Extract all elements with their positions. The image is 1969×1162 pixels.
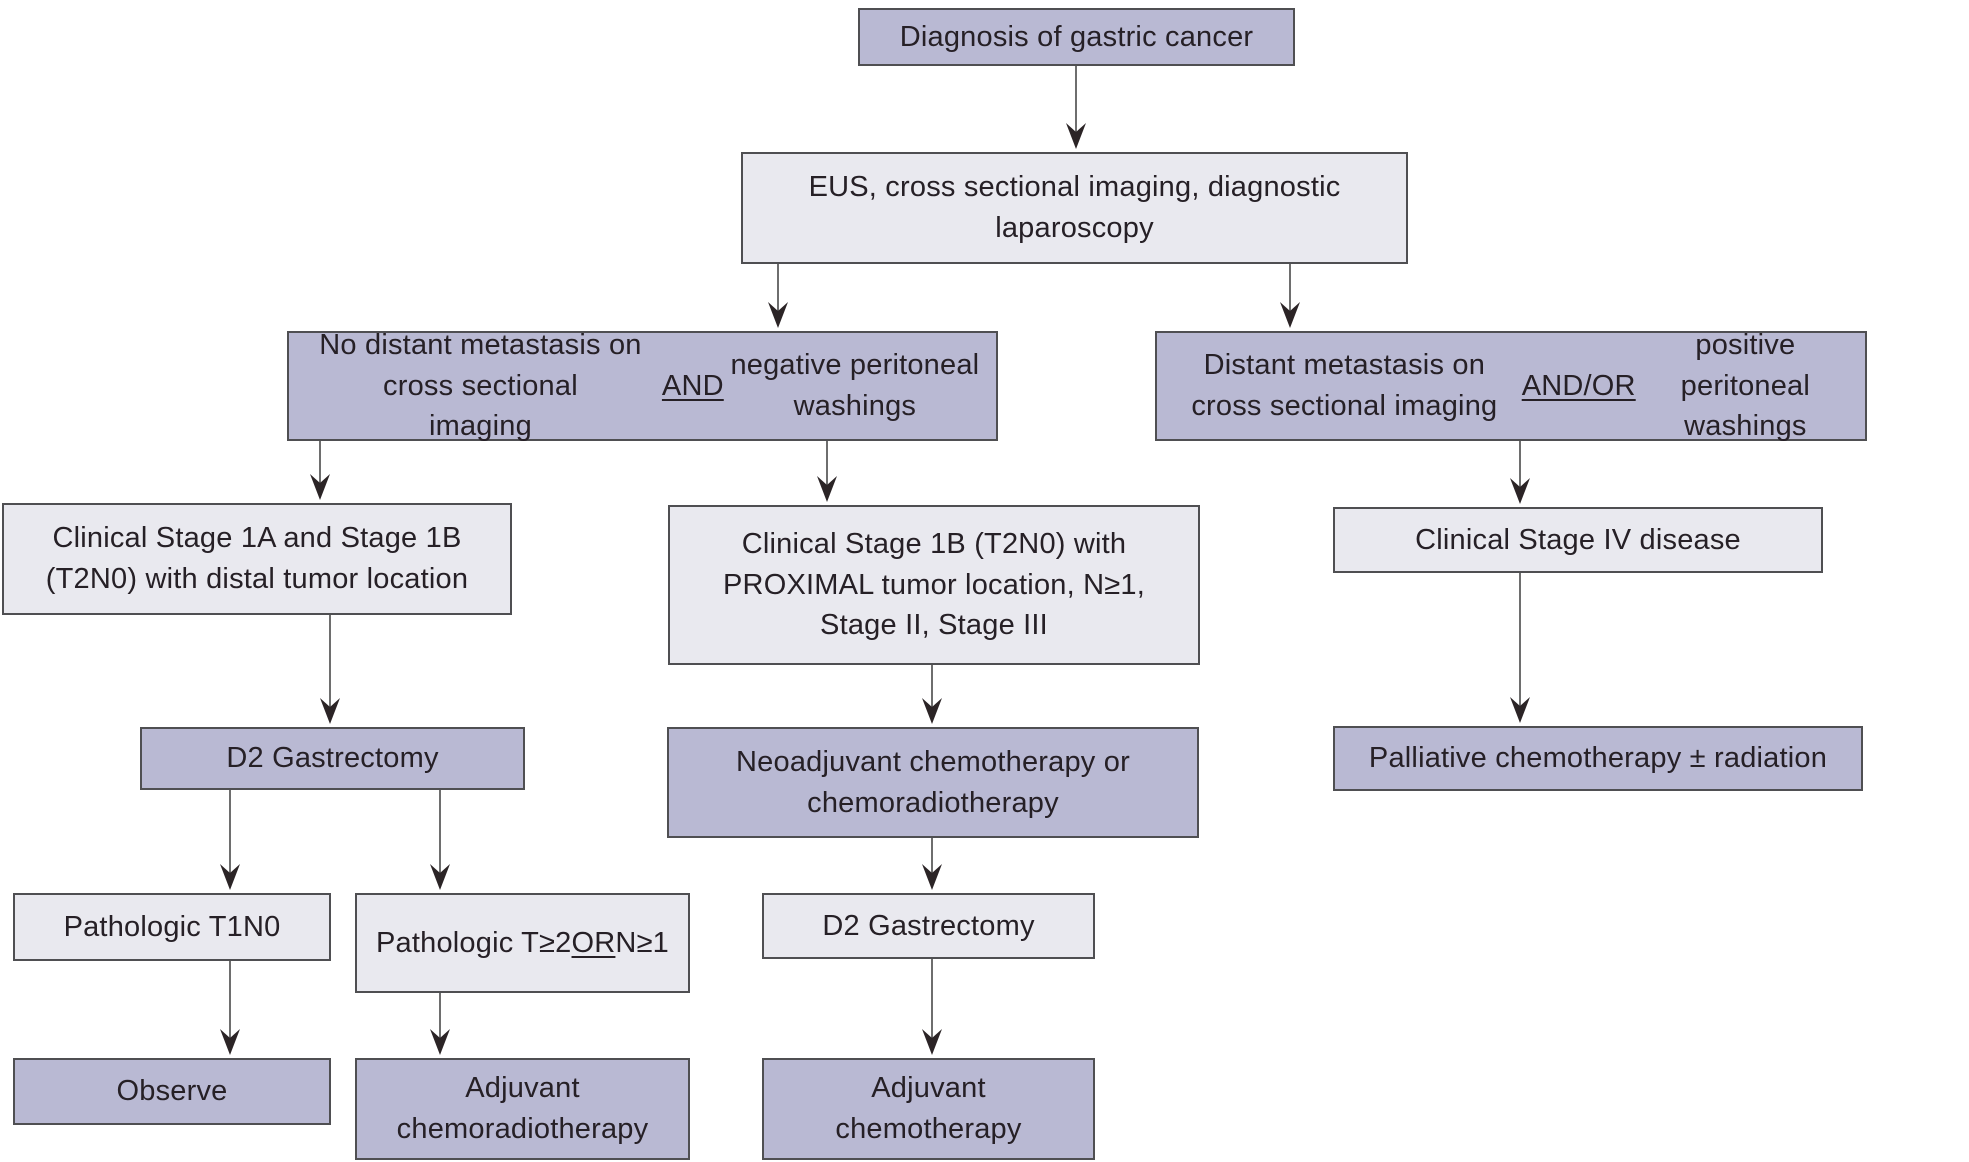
arrow-stage1b-proximal-to-neoadjuvant — [922, 665, 942, 724]
node-d2-gastrectomy-post-neo: D2 Gastrectomy — [762, 893, 1095, 959]
node-no-mets: No distant metastasis on cross sectional… — [287, 329, 998, 442]
node-observe: Observe — [13, 1058, 331, 1125]
arrow-d2-gastrectomy-upfront-to-path-t1n0 — [220, 790, 240, 890]
node-stage4: Clinical Stage IV disease — [1333, 507, 1823, 573]
arrow-d2-gastrectomy-post-neo-to-adjuvant-chemotherapy — [922, 959, 942, 1055]
node-mets: Distant metastasis on cross sectional im… — [1155, 329, 1867, 442]
node-workup: EUS, cross sectional imaging, diagnostic… — [741, 152, 1408, 264]
arrow-no-mets-to-stage1a-distal — [310, 441, 330, 500]
arrow-path-t2-or-n1-to-adjuvant-chemoradiotherapy — [430, 993, 450, 1055]
node-palliative: Palliative chemotherapy ± radiation — [1333, 726, 1863, 791]
arrow-stage4-to-palliative — [1510, 573, 1530, 723]
arrow-d2-gastrectomy-upfront-to-path-t2-or-n1 — [430, 790, 450, 890]
arrow-no-mets-to-stage1b-proximal — [817, 441, 837, 502]
arrow-mets-to-stage4 — [1510, 441, 1530, 504]
arrow-workup-to-mets — [1280, 264, 1300, 328]
arrow-workup-to-no-mets — [768, 264, 788, 328]
arrow-path-t1n0-to-observe — [220, 961, 240, 1055]
node-diagnosis: Diagnosis of gastric cancer — [858, 8, 1295, 66]
arrow-stage1a-distal-to-d2-gastrectomy-upfront — [320, 615, 340, 724]
arrow-diagnosis-to-workup — [1066, 66, 1086, 149]
node-path-t1n0: Pathologic T1N0 — [13, 893, 331, 961]
arrow-neoadjuvant-to-d2-gastrectomy-post-neo — [922, 838, 942, 890]
node-d2-gastrectomy-upfront: D2 Gastrectomy — [140, 727, 525, 790]
node-stage1a-distal: Clinical Stage 1A and Stage 1B(T2N0) wit… — [2, 503, 512, 615]
